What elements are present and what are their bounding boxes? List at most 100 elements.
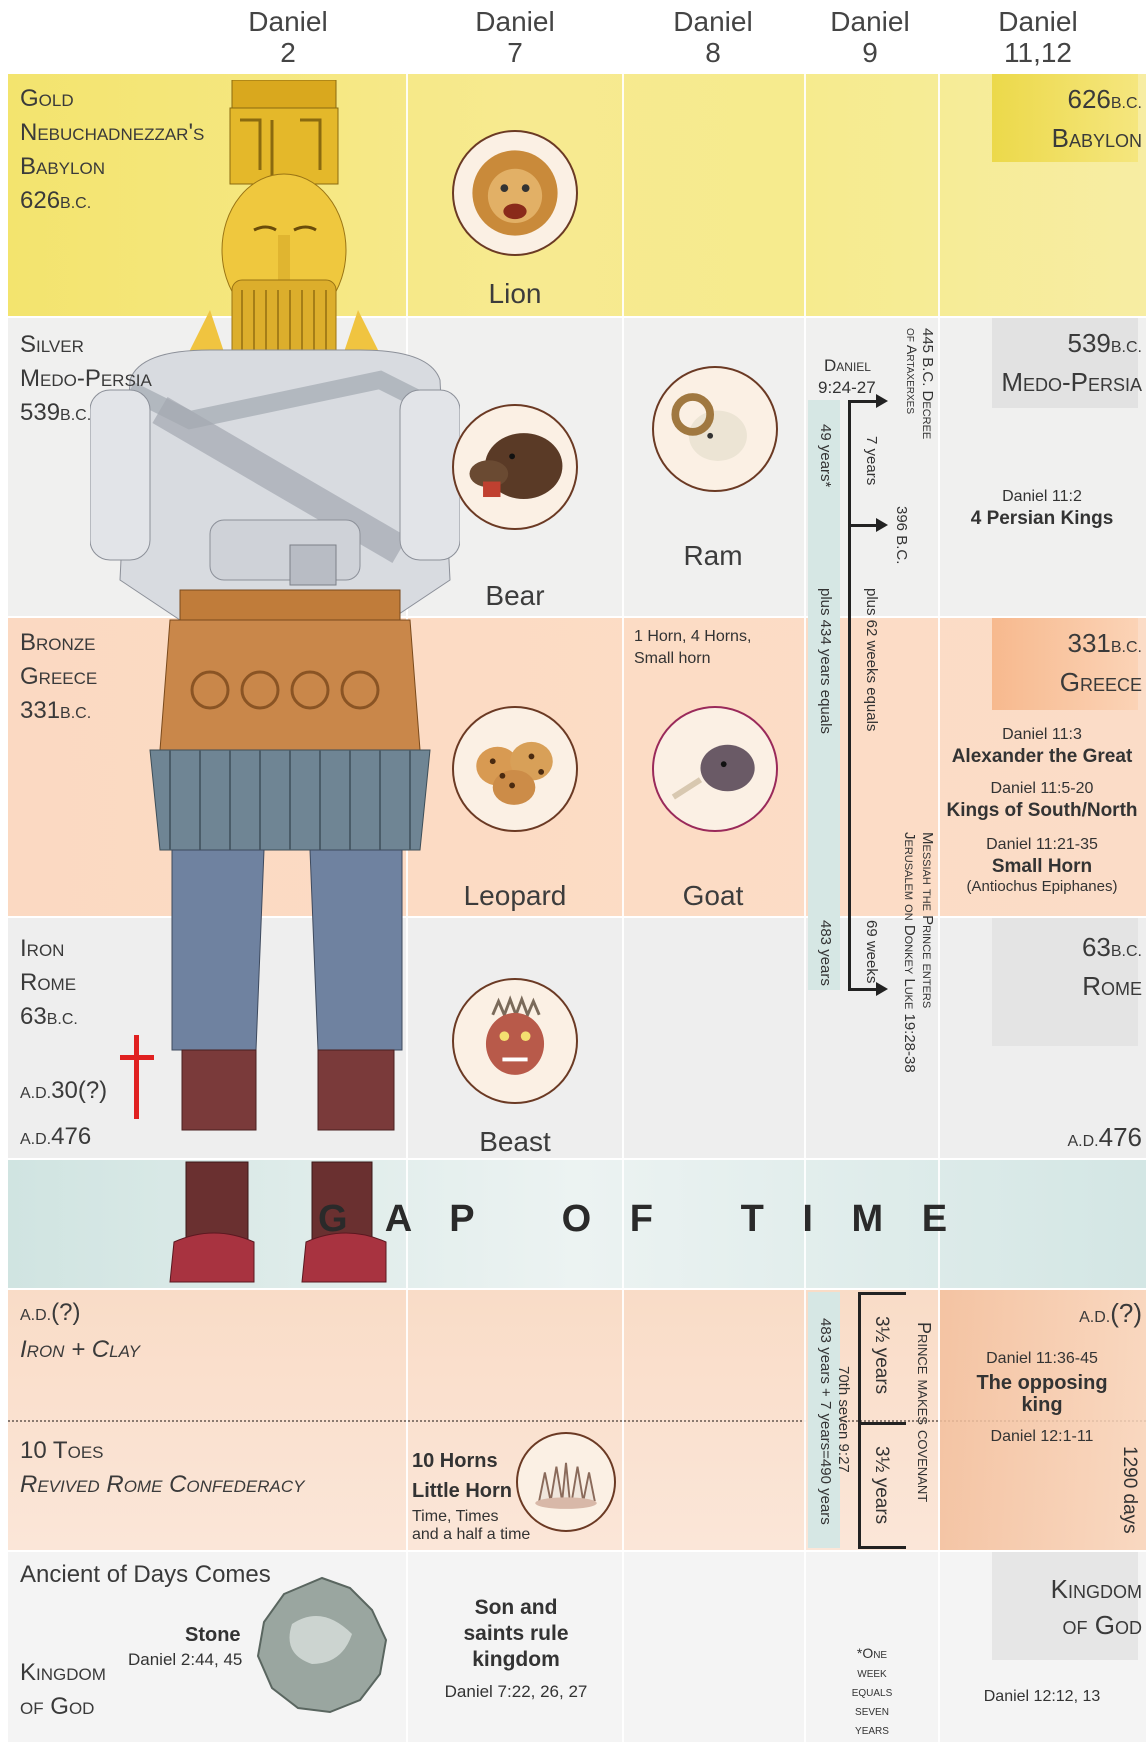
opposing-ref: Daniel 11:36-45 [942,1350,1142,1368]
persian-kings-ref: Daniel 11:2 [942,488,1142,506]
era: B.C. [1111,943,1142,960]
horns-caption-1: 1 Horn, 4 Horns, [634,628,751,646]
daniel-9-ref: 9:24-27 [818,378,876,398]
alexander: Alexander the Great [942,746,1142,768]
metal-name: Silver [20,328,152,362]
ancient-of-days: Ancient of Days Comes [20,1558,271,1592]
footnote-line-5: years [832,1720,912,1739]
days-1290: 1290 days [1118,1446,1140,1534]
clay-name: Iron + Clay [20,1333,140,1367]
year: 476 [51,1123,91,1150]
iron-label: Iron Rome 63B.C. [20,932,78,1037]
header-label: Daniel [228,6,348,37]
greece-right: 331B.C. Greece [960,626,1142,699]
lower-bracket [858,1292,861,1548]
highlight-kingdom [992,1552,1138,1660]
beast-label: Beast [420,1126,610,1158]
year: 539 [1067,328,1110,358]
persian-kings: 4 Persian Kings [942,508,1142,530]
medo-persia-right: 539B.C. Medo-Persia [960,326,1142,399]
header-daniel-7: Daniel 7 [455,6,575,68]
divider-4 [938,74,940,1742]
gold-label: Gold Nebuchadnezzar's Babylon 626B.C. [20,82,204,221]
header-chapter: 9 [810,37,930,68]
kingdom-name: Medo-Persia [960,365,1142,399]
timeline-bracket-main [848,400,851,990]
horns-caption-2: Small horn [634,650,710,668]
ad30-label: A.D.30(?) [20,1074,107,1111]
header-chapter: 11,12 [978,37,1098,68]
bear-label: Bear [420,580,610,612]
divider-3 [804,74,806,1742]
lion-icon [452,130,578,256]
seven-years-label: 7 years [863,436,880,485]
daniel-7-ref: Daniel 7:22, 26, 27 [418,1682,614,1702]
clay-label: A.D.(?) Iron + Clay [20,1296,140,1367]
lower-tick-top [858,1292,906,1295]
year: 63 [1082,932,1111,962]
horns-icon [516,1432,616,1532]
year: (?) [1110,1298,1142,1328]
header-label: Daniel [810,6,930,37]
opposing-king-2: king [942,1394,1142,1417]
lower-tick-bottom [858,1546,906,1549]
small-horn-ref: Daniel 11:21-35 [942,836,1142,854]
babylon-right: 626B.C. Babylon [960,82,1142,155]
bear-icon [452,404,578,530]
kingdom-name: Greece [20,660,97,694]
silver-label: Silver Medo-Persia 539B.C. [20,328,152,433]
kingdom-name: Rome [20,966,78,1000]
four-ninety-label: 483 years + 7 years=490 years [817,1318,834,1525]
rome-right: 63B.C. Rome [960,930,1142,1003]
era: A.D. [1067,1133,1098,1150]
era: A.D. [20,1085,51,1102]
date-label: A.D.(?) [20,1296,140,1333]
decree-label-2: of Artaxerxes [904,328,920,414]
ram-icon [652,366,778,492]
ten-horns-label: 10 Horns [412,1450,498,1473]
alexander-ref: Daniel 11:3 [942,726,1142,744]
metal-name: Bronze [20,626,97,660]
plus-434-label: plus 434 years equals [817,588,834,734]
date-label: 63B.C. [20,1000,78,1037]
era: B.C. [47,1011,78,1028]
year: 626 [20,187,60,214]
kingdom-right-2: of God [960,1608,1142,1642]
time-times-label: Time, Times [412,1508,499,1526]
leopard-label: Leopard [420,880,610,912]
ad476-label: A.D.476 [20,1120,91,1157]
stone-icon [252,1574,392,1714]
year: 539 [20,399,60,426]
footnote-line-3: equals [832,1682,912,1701]
ram-label: Ram [622,540,804,572]
kingdom-name: Greece [960,665,1142,699]
date-label: 331B.C. [20,694,97,731]
kingdom-of-god-2: of God [20,1690,94,1724]
year: 63 [20,1003,47,1030]
header-daniel-2: Daniel 2 [228,6,348,68]
header-chapter: 7 [455,37,575,68]
saints-rule-label: saints rule [418,1622,614,1646]
date-label: 331B.C. [960,626,1142,665]
year: 476 [1099,1122,1142,1152]
stone-label: Stone [185,1624,241,1647]
confederacy-name: Revived Rome Confederacy [20,1468,304,1502]
arrow-bottom-icon [876,982,888,996]
era: B.C. [60,195,91,212]
small-horn: Small Horn [942,856,1142,878]
lower-tick-mid [858,1422,906,1425]
beast-icon [452,978,578,1104]
era: B.C. [1111,95,1142,112]
kingdom-right-1: Kingdom [960,1572,1142,1606]
kingdom-name: Rome [960,969,1142,1003]
date-label: 626B.C. [20,184,204,221]
cross-icon [120,1035,154,1119]
header-daniel-11-12: Daniel 11,12 [978,6,1098,68]
half-time-label: and a half a time [412,1526,530,1544]
kingdom-name: Babylon [20,150,204,184]
plus-62-label: plus 62 weeks equals [863,588,880,731]
year: 626 [1067,84,1110,114]
arrow-mid-icon [876,518,888,532]
messiah-label-1: Messiah the Prince enters [919,832,936,1008]
messiah-label-2: Jerusalem on Donkey Luke 19:28-38 [901,832,918,1073]
